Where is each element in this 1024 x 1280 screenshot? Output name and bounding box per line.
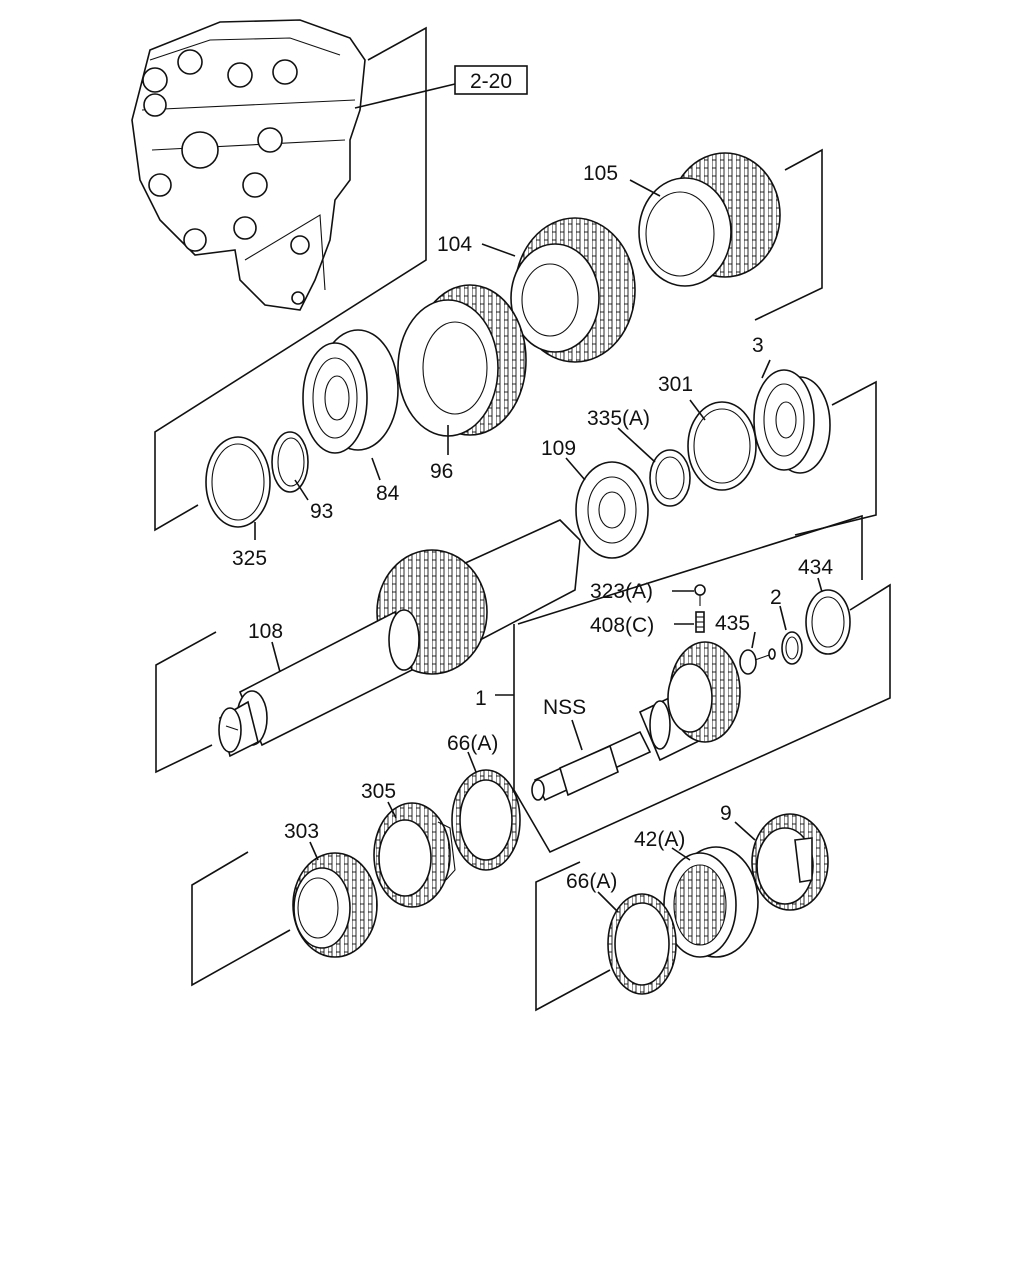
label-108: 108 [248,620,283,643]
leader-3 [761,359,771,379]
bracket-assembly-1-lower [513,583,891,854]
bracket-assembly-1 [517,514,863,625]
label-66a-bottom: 66(A) [566,870,617,893]
spring-408c [695,611,705,633]
leader-105 [629,179,661,197]
leader-104 [481,243,516,257]
gear-105 [638,152,781,287]
label-104: 104 [437,233,472,256]
label-301: 301 [658,373,693,396]
bracket-105 [754,148,823,321]
leader-84 [371,457,381,481]
bearing-109 [575,461,649,559]
leader-301 [689,399,706,421]
leader-335a [617,427,656,463]
snap-ring-93 [271,431,309,493]
bearing-84 [302,329,399,454]
label-93: 93 [310,500,333,523]
leader-303 [309,841,319,861]
label-434: 434 [798,556,833,579]
countershaft-108 [218,519,581,758]
leader-nss [571,719,583,751]
label-105: 105 [583,162,618,185]
label-325: 325 [232,547,267,570]
bracket-108 [155,631,217,774]
snap-ring-335a [649,449,691,507]
label-42a: 42(A) [634,828,685,851]
housing-bracket [154,26,427,532]
leader-434 [817,577,823,593]
gear-104 [510,217,636,363]
label-305: 305 [361,780,396,803]
mainshaft-nss [531,641,741,802]
label-323a: 323(A) [590,580,653,603]
reference-box-label: 2-20 [470,70,512,93]
housing-part [131,19,366,311]
leader-435 [751,631,756,649]
ring-301 [687,401,757,491]
pin-435 [739,648,776,675]
leader-42a [671,847,691,861]
label-9: 9 [720,802,732,825]
label-66a-top: 66(A) [447,732,498,755]
leader-66a-top [467,751,477,773]
label-84: 84 [376,482,400,505]
gear-96 [397,284,527,437]
ring-325 [205,436,271,528]
label-335a: 335(A) [587,407,650,430]
label-2: 2 [770,586,782,609]
leader-9 [734,821,756,841]
synchro-ring-66a-bottom [607,893,677,995]
label-96: 96 [430,460,453,483]
label-3: 3 [752,334,764,357]
label-nss: NSS [543,696,586,719]
leader-109 [565,457,586,481]
label-435: 435 [715,612,750,635]
sleeve-42a [663,846,759,958]
synchro-hub-9 [751,813,829,911]
label-408c: 408(C) [590,614,654,637]
ball-323a [694,584,706,606]
label-109: 109 [541,437,576,460]
gear-303 [292,852,378,958]
leader-2-20 [354,83,456,109]
label-303: 303 [284,820,319,843]
leader-108 [271,641,281,673]
leader-93 [294,479,309,501]
synchro-ring-66a-top [451,769,521,871]
label-1: 1 [475,687,487,710]
bracket-66a-bottom [535,861,611,1012]
bracket-303 [191,851,291,987]
bearing-3 [753,369,831,474]
ring-434 [805,589,851,655]
clutch-hub-305 [373,802,456,908]
leader-2 [779,605,787,631]
snap-ring-2 [781,631,803,665]
leader-66a-bottom [597,891,619,913]
reference-box [454,65,528,95]
leader-305 [387,801,397,819]
